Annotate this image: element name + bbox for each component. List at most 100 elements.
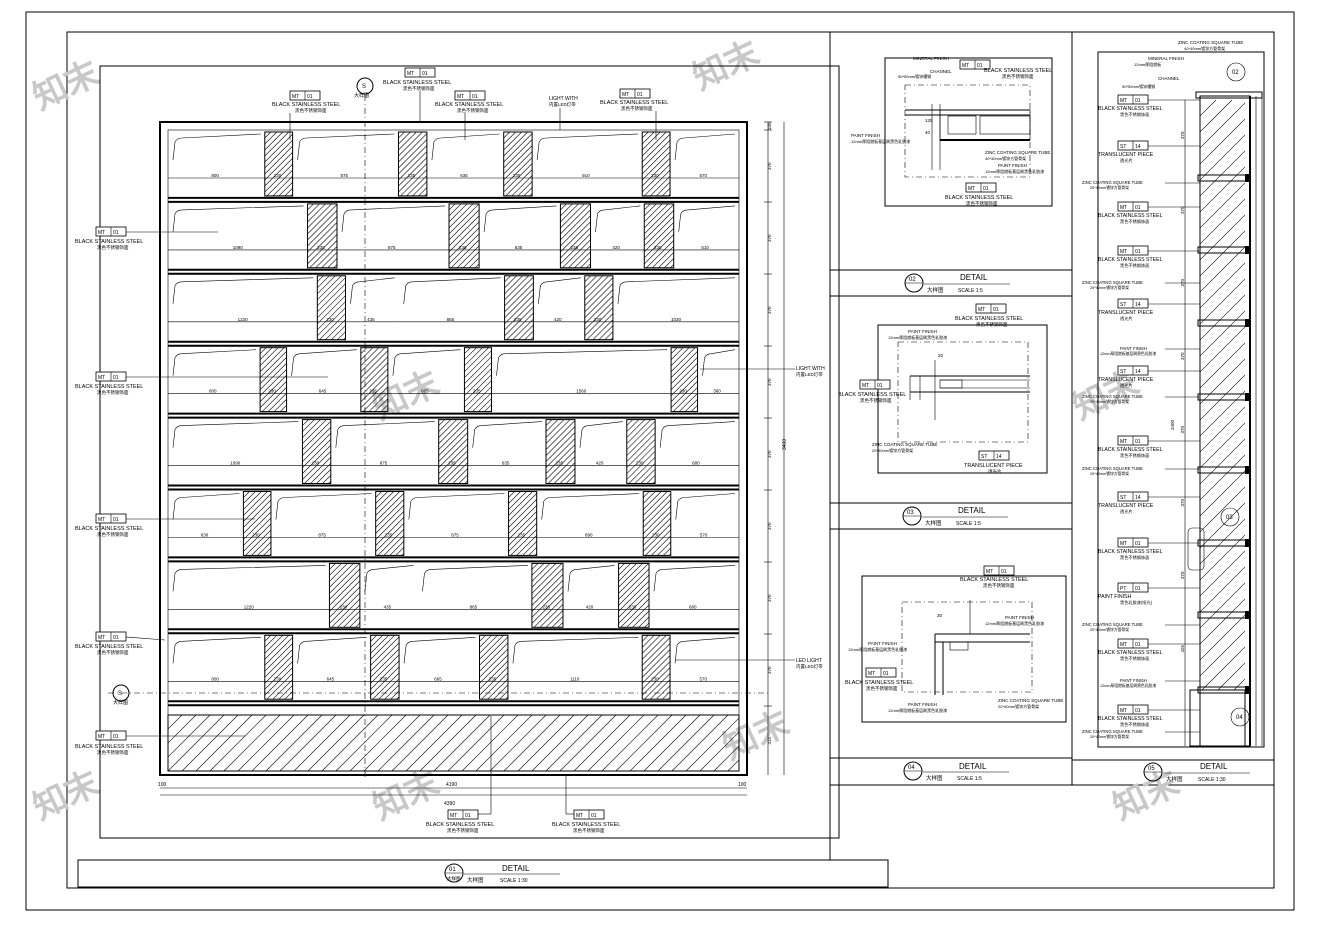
hatch-line xyxy=(398,163,427,193)
hatch-line xyxy=(525,420,589,484)
title-number: 02 xyxy=(909,277,916,283)
hatch-line xyxy=(560,215,591,247)
hatch-line xyxy=(333,264,337,268)
hatch-line xyxy=(450,239,480,268)
hatch-line xyxy=(545,419,571,445)
hatch-line xyxy=(561,276,625,340)
hatch-line xyxy=(403,276,467,340)
hatch-line xyxy=(626,419,633,427)
hatch-line xyxy=(370,204,434,268)
hatch-line xyxy=(645,529,671,556)
hatch-line xyxy=(562,239,591,268)
callout-label: PAINT FINISH xyxy=(1098,594,1131,600)
hatch-line xyxy=(293,715,351,771)
dim-value: 1220 xyxy=(238,317,249,322)
hatch-line xyxy=(535,204,599,268)
hatch-line xyxy=(618,574,650,606)
hatch-line xyxy=(643,523,671,552)
hatch-line xyxy=(398,157,427,187)
dim-value: 230 xyxy=(654,245,662,250)
hatch-line xyxy=(449,203,474,229)
hatch-line xyxy=(370,654,400,684)
hatch-lines xyxy=(329,563,360,628)
tag-code: MT xyxy=(1120,708,1127,714)
hatch-line xyxy=(545,419,553,427)
hatch-line xyxy=(195,715,253,771)
hatch-line xyxy=(565,474,575,484)
dim-value: 420 xyxy=(586,604,594,609)
hatch-line xyxy=(264,667,293,696)
shelf-inner-frame xyxy=(167,129,740,772)
hatch-line xyxy=(1200,390,1245,437)
tag-code: MT xyxy=(98,375,105,381)
label-paint: PAINT FINISH xyxy=(1005,615,1034,620)
hatch-lines xyxy=(504,275,643,340)
hatch-line xyxy=(733,348,797,412)
label-zinc: ZINC COATING SQUARE TUBE xyxy=(1082,394,1143,399)
hatch-line xyxy=(370,635,383,648)
dim-value: 865 xyxy=(447,317,455,322)
hatch-line xyxy=(245,529,271,556)
hatch-line xyxy=(463,635,527,699)
label-zinc: ZINC COATING SQUARE TUBE xyxy=(1082,180,1143,185)
hatch-line xyxy=(626,444,656,475)
display-panel-outline xyxy=(674,637,736,664)
tag-num: 01 xyxy=(472,94,478,100)
hatch-line xyxy=(579,276,643,340)
tag-num: 01 xyxy=(1135,586,1141,592)
hatch-line xyxy=(317,275,318,277)
hatch-line xyxy=(710,635,774,699)
hatch-line xyxy=(504,275,523,295)
section-marker-left xyxy=(112,684,130,702)
hatch-line xyxy=(642,667,671,696)
hatch-line xyxy=(578,132,642,196)
tag-code: MT xyxy=(1120,98,1127,104)
hatch-line xyxy=(317,289,346,319)
title-number: 01 xyxy=(449,867,456,873)
hatch-line xyxy=(495,420,559,484)
hatch-line xyxy=(457,635,521,699)
display-panel-outline xyxy=(275,493,372,520)
dim-value: 235 xyxy=(513,173,521,178)
hatch-line xyxy=(398,133,427,163)
tag-code: MT xyxy=(98,734,105,740)
hatch-line xyxy=(464,480,468,484)
label-paint-spec: 12mm厚阻燃板基层刷黑色乳胶漆 xyxy=(851,138,910,144)
dim-value: 230 xyxy=(274,173,282,178)
tag-code: MT xyxy=(622,92,629,98)
hatch-line xyxy=(303,132,367,196)
hatch-lines xyxy=(438,419,589,484)
hatch-line xyxy=(545,715,603,771)
hatch-line xyxy=(307,203,320,217)
hatch-line xyxy=(302,444,331,475)
tag-num: 01 xyxy=(1135,541,1141,547)
hatch-line xyxy=(723,492,787,556)
display-panel-outline xyxy=(172,205,304,232)
hatch-line xyxy=(264,139,293,169)
tag-code: ST xyxy=(981,454,987,460)
shelf-end-cap xyxy=(1245,319,1251,327)
hatch-line xyxy=(360,356,388,385)
hatch-line xyxy=(543,276,607,340)
hatch-line xyxy=(368,392,388,412)
hatch-line xyxy=(644,216,674,247)
hatch-line xyxy=(721,348,785,412)
hatch-line xyxy=(584,275,603,295)
hatch-line xyxy=(548,635,612,699)
hatch-line xyxy=(302,419,303,421)
hatch-line xyxy=(264,635,289,660)
dim-height: 100 xyxy=(767,122,772,130)
hatch-line xyxy=(671,356,698,385)
hatch-line xyxy=(517,715,575,771)
title-block-05: 05 DETAIL 大样图 SCALE 1:30 xyxy=(1072,759,1274,783)
display-panel-outline xyxy=(364,565,414,592)
label-zinc-cn: 20*40mm镀锌方管骨架 xyxy=(1090,185,1129,190)
hatch-line xyxy=(642,635,661,654)
hatch-line xyxy=(662,691,671,700)
panel-02-detail: MT 01 BLACK STAINLESS STEEL 黑色不锈钢饰面 MINE… xyxy=(851,56,1053,207)
hatch-line xyxy=(584,295,613,325)
hatch-line xyxy=(429,348,493,412)
